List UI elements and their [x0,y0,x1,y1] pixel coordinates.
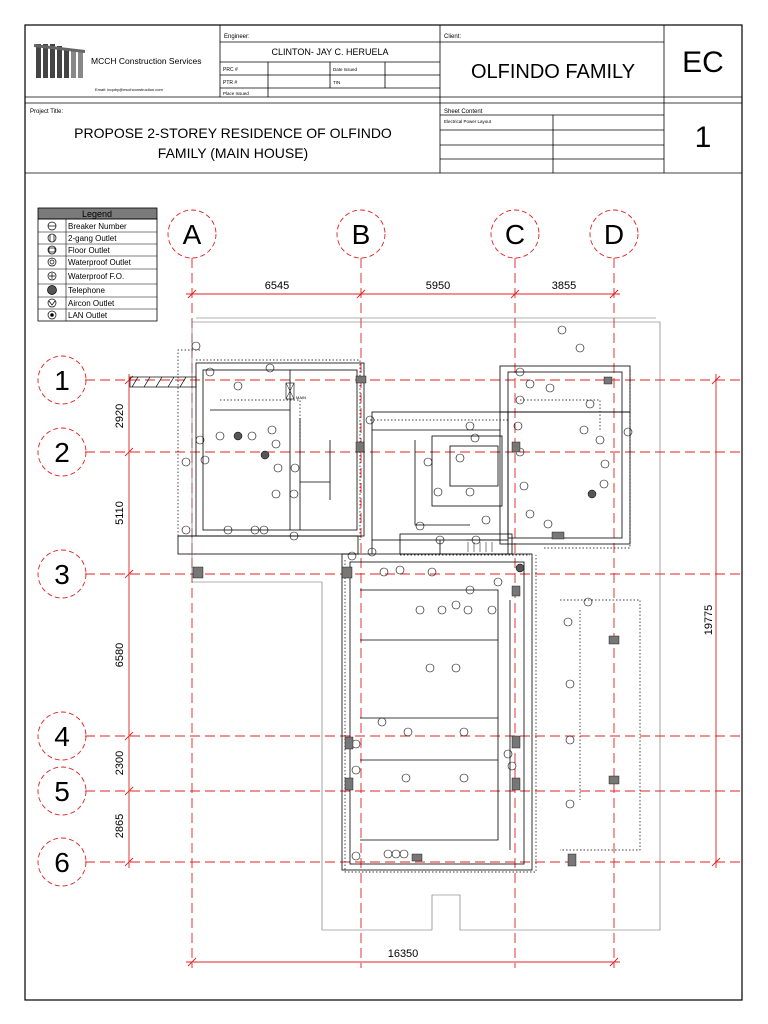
grid-row-label: 3 [54,559,70,590]
company-logo [34,44,85,78]
legend-item-label: Telephone [68,286,105,295]
grid-bubbles-columns [167,209,639,259]
stair-hatch [129,376,197,388]
dimension-label: 2920 [114,404,126,428]
grid-row-label: 5 [54,776,70,807]
lan-outlet-icon [47,310,57,320]
legend-title: Legend [82,209,112,219]
prc-label: PRC # [223,67,238,73]
legend-item-label: LAN Outlet [68,311,108,320]
main-panel-label: MAIN [296,395,306,400]
circuit-runs [177,349,641,873]
dimension-label: 6580 [114,643,126,667]
stair-treads [466,539,500,552]
dimension-label: 2865 [114,814,126,838]
dimension-label: 5110 [114,501,126,525]
title-block [25,25,742,174]
project-title-line2: FAMILY (MAIN HOUSE) [158,145,308,161]
sheet-content-value: Electrical Power Layout [444,119,492,124]
telephone-icon [47,285,57,295]
legend-item-label: Breaker Number [68,222,127,231]
legend: Legend Breaker Number 2-gang Outlet F [37,207,158,322]
outlet-symbols [181,325,633,861]
outlet-2gang-icon [47,233,57,243]
ptr-label: PTR # [223,80,237,86]
legend-item-label: Floor Outlet [68,246,111,255]
telephone-symbols [233,431,597,573]
grid-row-label: 2 [54,437,70,468]
dimension-lines [124,289,721,967]
panel-boxes [192,375,620,867]
waterproof-outlet-icon [47,257,57,267]
sheet-number: 1 [695,121,712,154]
grid-column-label: D [604,219,624,250]
legend-item-label: Aircon Outlet [68,299,115,308]
waterproof-floor-outlet-icon [47,271,57,281]
dimension-label: 16350 [388,948,419,960]
company-name: MCCH Construction Services [91,56,202,66]
grid-row-label: 4 [54,721,70,752]
place-issued-label: Place Issued [223,91,249,96]
dimension-label: 6545 [265,280,289,292]
legend-item-label: 2-gang Outlet [68,234,117,243]
grid-row-label: 6 [54,847,70,878]
grid-column-label: A [183,219,202,250]
aircon-outlet-icon [47,298,57,308]
dimension-label: 2300 [114,751,126,775]
client-label: Client: [444,34,461,40]
breaker-number-icon [47,221,57,231]
engineer-label: Engineer: [224,34,250,40]
dimension-label: 5950 [426,280,450,292]
grid-row-label: 1 [54,365,70,396]
dimension-label: 19775 [703,605,715,636]
floor-outlet-icon [47,245,57,255]
company-email: Email: inquiry@mcchconstruction.com [95,87,164,92]
grid-column-label: C [505,219,525,250]
project-title-label: Project Title: [30,109,63,115]
project-title-line1: PROPOSE 2-STOREY RESIDENCE OF OLFINDO [74,125,392,141]
legend-item-label: Waterproof Outlet [68,258,132,267]
grid-bubbles-rows [37,355,87,887]
floor-plan-walls [177,317,661,931]
date-issued-label: Date Issued [333,67,358,72]
main-panel: MAIN [285,382,306,400]
dimension-label: 3855 [552,280,576,292]
grid-lines [85,258,740,968]
grid-column-label: B [352,219,371,250]
client-name: OLFINDO FAMILY [471,61,635,83]
tin-label: TIN [333,80,340,85]
engineer-name: CLINTON- JAY C. HERUELA [271,47,388,57]
legend-item-label: Waterproof F.O. [68,272,124,281]
sheet-content-label: Sheet Content [444,109,483,115]
sheet-border [24,24,743,1001]
sheet-code: EC [682,46,724,79]
